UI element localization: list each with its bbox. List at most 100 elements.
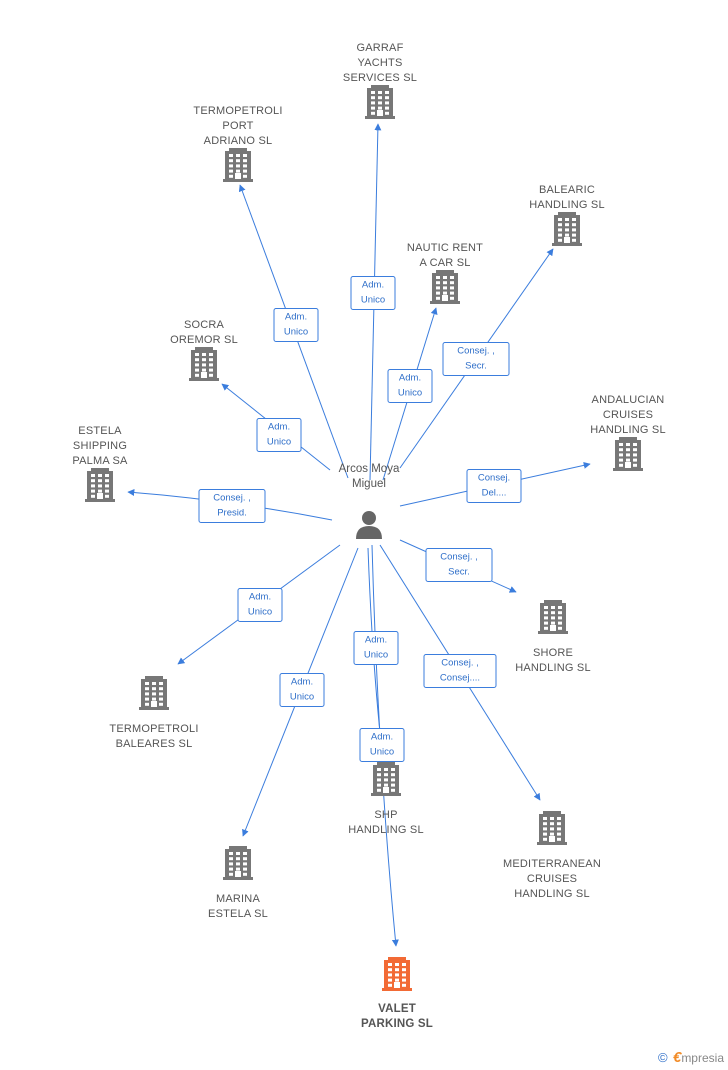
company-label-line: SHIPPING [73, 440, 127, 452]
role-badge-text: Adm. [285, 312, 307, 323]
role-badge-box [273, 308, 319, 342]
company-label-line: BALEARES SL [116, 738, 193, 750]
company-label-line: A CAR SL [419, 257, 470, 269]
role-badge-text: Del.... [482, 488, 507, 499]
brand-footer: © €mpresia [658, 1049, 724, 1066]
company-label-line: YACHTS [357, 57, 402, 69]
building-icon [552, 212, 582, 246]
building-icon [223, 148, 253, 182]
company-label-line: NAUTIC RENT [407, 242, 483, 254]
role-badge-text: Secr. [448, 567, 470, 578]
company-node-shore[interactable]: SHORE HANDLING SL [515, 600, 591, 674]
role-badge-box [359, 728, 405, 762]
role-badge-text: Unico [361, 295, 385, 306]
building-icon [365, 85, 395, 119]
role-badge-text: Unico [284, 327, 308, 338]
role-badge-text: Adm. [371, 732, 393, 743]
company-node-marina[interactable]: MARINA ESTELA SL [208, 846, 268, 920]
building-icon [371, 762, 401, 796]
company-label-line: HANDLING SL [348, 824, 424, 836]
role-badge-shp[interactable]: Adm. Unico [353, 631, 399, 665]
company-label-line: GARRAF [356, 42, 403, 54]
role-badge-balearic[interactable]: Consej. ,Secr. [442, 342, 510, 376]
company-node-socra[interactable]: SOCRA OREMOR SL [170, 319, 238, 381]
role-badge-box [198, 489, 266, 523]
company-label-line: CRUISES [603, 409, 653, 421]
role-badge-marina[interactable]: Adm.Unico [279, 673, 325, 707]
company-label-line: HANDLING SL [514, 888, 590, 900]
building-icon [189, 347, 219, 381]
company-label-line: MEDITERRANEAN [503, 858, 601, 870]
role-badge-socra[interactable]: Adm. Unico [256, 418, 302, 452]
role-badge-text: Unico [267, 437, 291, 448]
role-badge-estela-shipping[interactable]: Consej. ,Presid. [198, 489, 266, 523]
company-label-line: VALET [378, 1003, 416, 1015]
role-badge-text: Adm. [399, 373, 421, 384]
role-badge-nautic[interactable]: Adm.Unico [387, 369, 433, 403]
building-icon [613, 437, 643, 471]
building-icon [430, 270, 460, 304]
role-badge-box [353, 631, 399, 665]
role-badge-termopetroli-baleares[interactable]: Adm.Unico [237, 588, 283, 622]
company-label-line: ESTELA SL [208, 908, 268, 920]
company-label-line: HANDLING SL [590, 424, 666, 436]
role-badge-text: Consej.... [440, 673, 480, 684]
role-badge-box [442, 342, 510, 376]
building-icon [139, 676, 169, 710]
role-badge-text: Consej. [478, 473, 510, 484]
role-badge-text: Adm. [365, 635, 387, 646]
company-node-estela-shipping[interactable]: ESTELA SHIPPING PALMA SA [72, 425, 128, 502]
company-label-line: SHORE [533, 647, 573, 659]
brand-name: mpresia [681, 1051, 724, 1065]
role-badge-box [387, 369, 433, 403]
role-badge-text: Adm. [291, 677, 313, 688]
role-badge-text: Consej. , [213, 493, 251, 504]
copyright-symbol: © [658, 1050, 668, 1065]
role-badge-termopetroli-port[interactable]: Adm. Unico [273, 308, 319, 342]
role-badge-text: Secr. [465, 361, 487, 372]
company-label-line: TERMOPETROLI [193, 105, 282, 117]
person-name-line1: Arcos Moya [339, 463, 400, 475]
building-icon [85, 468, 115, 502]
role-badge-valet[interactable]: Adm. Unico [359, 728, 405, 762]
company-label-line: OREMOR SL [170, 334, 238, 346]
role-badge-shore[interactable]: Consej. , Secr. [425, 548, 493, 582]
role-badge-text: Unico [248, 607, 272, 618]
company-label-line: SOCRA [184, 319, 225, 331]
role-badge-text: Adm. [268, 422, 290, 433]
company-node-valet[interactable]: VALET PARKING SL [361, 957, 433, 1030]
role-badge-box [256, 418, 302, 452]
role-badge-box [423, 654, 497, 688]
building-icon [538, 600, 568, 634]
role-badge-box [279, 673, 325, 707]
role-badge-text: Consej. , [440, 552, 478, 563]
company-node-mediterranean[interactable]: MEDITERRANEAN CRUISES HANDLING SL [503, 811, 601, 900]
building-icon [223, 846, 253, 880]
company-label-line: PORT [222, 120, 253, 132]
company-label-line: HANDLING SL [515, 662, 591, 674]
role-badge-garraf[interactable]: Adm.Unico [350, 276, 396, 310]
company-label-line: BALEARIC [539, 184, 595, 196]
company-label-line: CRUISES [527, 873, 577, 885]
company-label-line: PARKING SL [361, 1018, 433, 1030]
company-label-line: ESTELA [78, 425, 122, 437]
role-badge-text: Unico [370, 747, 394, 758]
role-badge-andalucian[interactable]: Consej. Del.... [466, 469, 522, 503]
role-badge-text: Consej. , [441, 658, 479, 669]
company-label-line: MARINA [216, 893, 260, 905]
brand-logo-letter: € [672, 1049, 682, 1066]
role-badge-box [350, 276, 396, 310]
company-label-line: PALMA SA [72, 455, 128, 467]
role-badge-mediterranean[interactable]: Consej. , Consej.... [423, 654, 497, 688]
role-badge-text: Unico [364, 650, 388, 661]
company-node-nautic[interactable]: NAUTIC RENT A CAR SL [407, 242, 483, 304]
